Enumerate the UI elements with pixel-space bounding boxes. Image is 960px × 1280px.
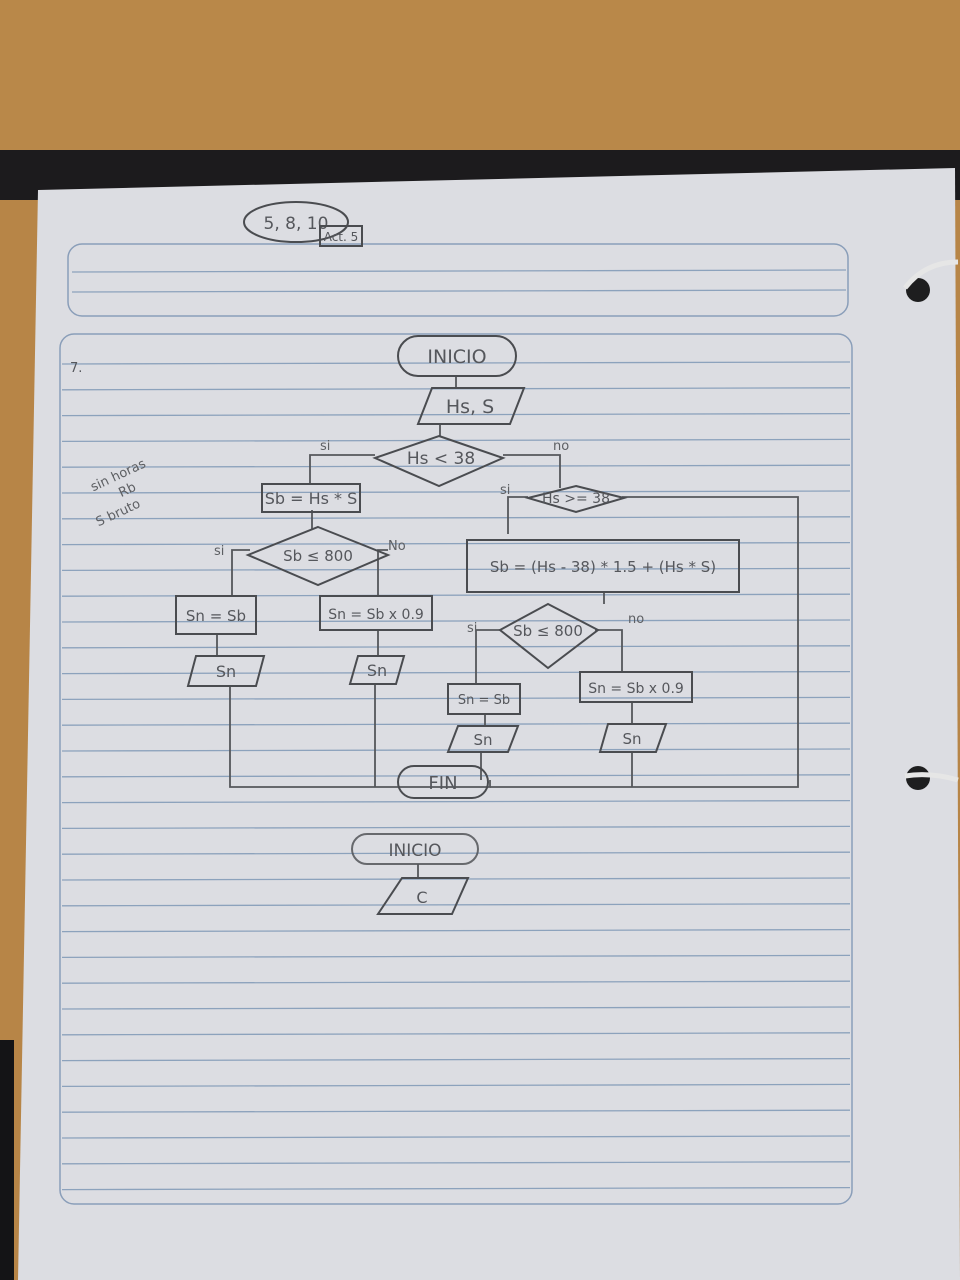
ruled-line xyxy=(61,851,851,855)
end-terminal xyxy=(397,765,489,799)
decision-left-label: Sb ≤ 800 xyxy=(283,547,353,565)
ruled-line xyxy=(61,1186,851,1191)
output-left-no xyxy=(348,655,406,685)
output-right-no-label: Sn xyxy=(622,730,641,748)
process-sb-extra-label: Sb = (Hs - 38) * 1.5 + (Hs * S) xyxy=(490,558,716,576)
ruled-line xyxy=(61,980,851,984)
ruled-line xyxy=(61,1135,851,1139)
input-hs-s-label: Hs, S xyxy=(446,396,494,418)
ruled-line xyxy=(61,954,851,959)
ruled-line xyxy=(61,464,851,468)
output-right-yes-label: Sn xyxy=(473,731,492,749)
process-sb-extra xyxy=(466,539,740,593)
pages-text: 5, 8, 10 xyxy=(264,214,329,234)
yes-label-2: si xyxy=(214,544,224,559)
ruled-line xyxy=(61,541,851,546)
ruled-line xyxy=(61,722,851,726)
ruled-line xyxy=(61,516,851,520)
ruled-line xyxy=(61,774,851,778)
ruled-line xyxy=(61,825,851,830)
output-left-no-label: Sn xyxy=(367,661,387,680)
ruled-line xyxy=(61,619,851,623)
ruled-line xyxy=(61,1109,851,1113)
ruled-line xyxy=(61,1057,851,1062)
ruled-line xyxy=(61,799,851,804)
process-right-no-label: Sn = Sb x 0.9 xyxy=(588,681,684,697)
start-terminal-2 xyxy=(351,833,479,865)
exercise-number: 7. xyxy=(70,361,82,376)
process-left-no-label: Sn = Sb x 0.9 xyxy=(328,607,424,623)
side-note-line2: Rb xyxy=(116,480,138,501)
decision-hs-ge-38-label: Hs >= 38 xyxy=(542,491,610,507)
input-c-label: C xyxy=(416,888,427,907)
ruled-line xyxy=(61,670,851,675)
decision-right-label: Sb ≤ 800 xyxy=(513,622,583,640)
yes-label-1: si xyxy=(320,439,330,454)
ruled-line xyxy=(61,645,851,649)
ruled-line xyxy=(61,490,851,494)
ruled-line xyxy=(61,567,851,572)
ruled-line xyxy=(61,1161,851,1165)
ruled-line xyxy=(61,412,851,417)
ruled-line xyxy=(61,928,851,933)
ruled-line xyxy=(61,748,851,752)
ruled-line xyxy=(61,1032,851,1036)
ruled-line xyxy=(61,696,851,701)
output-right-yes xyxy=(446,725,520,753)
process-left-yes xyxy=(175,595,257,635)
start-terminal xyxy=(397,335,517,377)
process-right-yes xyxy=(447,683,521,715)
output-right-no xyxy=(598,723,668,753)
decision-hs-ge-38 xyxy=(524,484,628,514)
output-left-yes xyxy=(186,655,266,687)
flowchart-second: INICIO C xyxy=(351,833,479,915)
ruled-line xyxy=(61,438,851,443)
start-label-2: INICIO xyxy=(388,841,441,861)
ruled-lines xyxy=(61,361,851,1191)
process-right-no xyxy=(579,671,693,703)
binder-rings xyxy=(903,259,959,790)
decision-left-sb-le-800 xyxy=(245,525,391,587)
input-c xyxy=(376,877,470,915)
end-label: FIN xyxy=(428,773,457,794)
decision-right-sb-le-800 xyxy=(498,602,600,670)
no-label-4: no xyxy=(628,612,644,627)
no-label-2: No xyxy=(388,539,406,554)
header-box xyxy=(67,243,849,317)
ruled-line xyxy=(61,1006,851,1010)
process-left-yes-label: Sn = Sb xyxy=(186,607,246,625)
output-left-yes-label: Sn xyxy=(216,662,236,681)
flowchart-main: INICIO Hs, S Hs < 38 si no Sb = Hs * S S… xyxy=(175,335,799,799)
ruled-line xyxy=(61,1083,851,1088)
activity-box xyxy=(319,225,363,247)
no-label-1: no xyxy=(553,439,569,454)
decision-hs-lt-38 xyxy=(372,434,506,488)
yes-label-3: si xyxy=(500,483,510,498)
process-sb-calc-label: Sb = Hs * S xyxy=(265,489,358,508)
process-left-no xyxy=(319,595,433,631)
start-label: INICIO xyxy=(427,346,486,368)
pages-bubble xyxy=(243,201,349,243)
activity-text: Act. 5 xyxy=(324,230,359,244)
lined-area xyxy=(59,333,853,1205)
yes-label-4: si xyxy=(467,621,477,636)
wooden-desk xyxy=(0,0,960,170)
process-sb-calc xyxy=(261,483,361,513)
binder-cover-left xyxy=(0,1040,14,1280)
input-hs-s xyxy=(416,387,526,425)
decision-hs-lt-38-label: Hs < 38 xyxy=(407,449,475,469)
ruled-line xyxy=(61,361,851,365)
process-right-yes-label: Sn = Sb xyxy=(458,693,510,708)
